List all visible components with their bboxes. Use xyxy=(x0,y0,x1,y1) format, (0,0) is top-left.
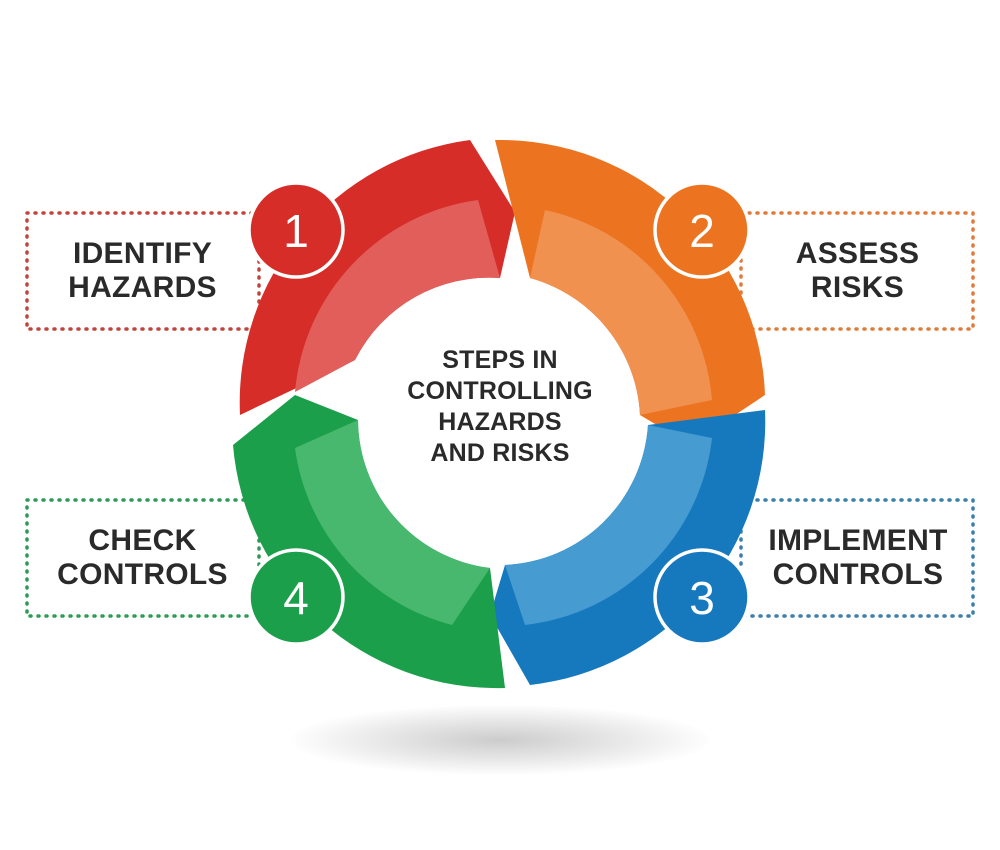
step-3-number: 3 xyxy=(689,572,715,624)
step-4-arrow xyxy=(233,395,505,689)
center-title-line2: CONTROLLING xyxy=(407,377,593,405)
center-hub xyxy=(382,292,618,528)
step-1-badge: 1 xyxy=(247,181,345,279)
step-1-label: IDENTIFY HAZARDS xyxy=(40,222,245,320)
step-1-number: 1 xyxy=(283,205,309,257)
step-3-badge: 3 xyxy=(653,548,751,646)
step-1-label-line2: HAZARDS xyxy=(68,271,217,304)
step-4-badge: 4 xyxy=(247,548,345,646)
step-2-number: 2 xyxy=(689,205,715,257)
step-4-frame xyxy=(25,498,261,618)
step-2-label-line1: ASSESS xyxy=(795,237,920,270)
step-1-arrow xyxy=(239,140,515,415)
step-2-badge: 2 xyxy=(653,181,751,279)
center-title-line4: AND RISKS xyxy=(430,439,570,467)
step-3-label-line2: CONTROLS xyxy=(772,558,944,591)
step-4-label-line2: CONTROLS xyxy=(57,558,228,591)
center-title-line3: HAZARDS xyxy=(438,408,562,436)
ground-shadow xyxy=(290,705,710,775)
step-2-label: ASSESS RISKS xyxy=(755,222,960,320)
step-4-label: CHECK CONTROLS xyxy=(40,509,245,607)
center-title: STEPS IN CONTROLLING HAZARDS AND RISKS xyxy=(390,345,610,475)
step-3-arrow xyxy=(490,410,766,685)
step-3-frame xyxy=(739,498,975,618)
step-3-label-line1: IMPLEMENT xyxy=(768,524,948,557)
step-2-arrow xyxy=(495,139,765,445)
step-2-frame xyxy=(739,211,975,331)
step-1-label-line1: IDENTIFY xyxy=(72,237,213,270)
step-4-number: 4 xyxy=(283,572,309,624)
step-2-label-line2: RISKS xyxy=(810,271,905,304)
center-title-line1: STEPS IN xyxy=(442,346,558,374)
step-4-label-line1: CHECK xyxy=(88,524,197,557)
step-1-frame xyxy=(25,211,261,331)
step-3-label: IMPLEMENT CONTROLS xyxy=(752,509,964,607)
